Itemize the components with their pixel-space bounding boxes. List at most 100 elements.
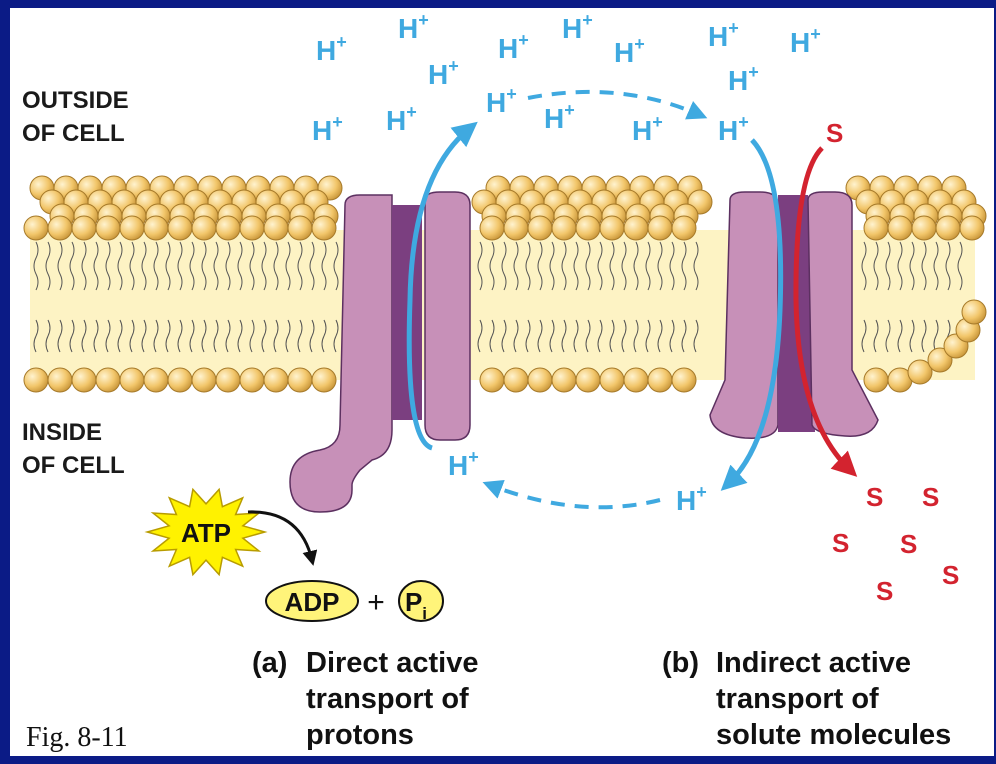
lipid-tail: [609, 319, 615, 353]
lipid-tail: [861, 319, 867, 353]
lipid-tail: [333, 241, 339, 291]
caption-b-line2: transport of: [716, 683, 879, 715]
atp-label: ATP: [181, 518, 231, 548]
lipid-head: [911, 215, 937, 241]
lipid-head: [959, 215, 985, 241]
outside-label-line2: OF CELL: [22, 120, 125, 147]
lipid-tail: [681, 319, 687, 353]
lipid-tail: [45, 241, 51, 291]
lipid-head: [239, 215, 265, 241]
lipid-tail: [561, 241, 567, 291]
lipid-tail: [561, 319, 567, 353]
lipid-tail: [93, 319, 99, 353]
lipid-tail: [885, 319, 891, 353]
lipid-tail: [621, 241, 627, 291]
lipid-head: [647, 367, 673, 393]
lipid-tail: [165, 241, 171, 291]
lipid-tail: [81, 319, 87, 353]
solute-label: S: [832, 528, 849, 558]
lipid-head: [71, 367, 97, 393]
lipid-tail: [141, 319, 147, 353]
lipid-tail: [321, 241, 327, 291]
lipid-tail: [177, 241, 183, 291]
lipid-tail: [153, 241, 159, 291]
lipid-head: [479, 367, 505, 393]
lipid-head: [95, 367, 121, 393]
lipid-tail: [693, 241, 699, 291]
lipid-tail: [225, 241, 231, 291]
lipid-tail: [645, 319, 651, 353]
inside-label-line1: INSIDE: [22, 419, 102, 446]
lipid-head: [887, 215, 913, 241]
lipid-tail: [573, 241, 579, 291]
lipid-tail: [681, 241, 687, 291]
lipid-tail: [489, 319, 495, 353]
lipid-tail: [597, 241, 603, 291]
lipid-tail: [657, 241, 663, 291]
lipid-tail: [633, 241, 639, 291]
lipid-tail: [213, 241, 219, 291]
lipid-head: [503, 215, 529, 241]
lipid-tail: [237, 319, 243, 353]
proton-label: H+: [790, 24, 821, 58]
lipid-bilayer: [23, 175, 987, 393]
lipid-tail: [573, 319, 579, 353]
lipid-head: [47, 367, 73, 393]
lipid-head: [143, 215, 169, 241]
caption-a: (a) Direct active transport of protons: [252, 647, 479, 751]
lipid-tail: [897, 241, 903, 291]
lipid-tail: [81, 241, 87, 291]
lipid-tail: [537, 319, 543, 353]
lipid-tail: [261, 241, 267, 291]
lipid-tail: [273, 319, 279, 353]
proton-label: H+: [614, 34, 645, 68]
caption-a-line1: Direct active: [306, 647, 479, 679]
lipid-tails: [33, 241, 963, 353]
lipid-tail: [165, 319, 171, 353]
solute-label: S: [876, 576, 893, 606]
lipid-tail: [189, 319, 195, 353]
lipid-head: [215, 367, 241, 393]
lipid-tail: [33, 319, 39, 353]
proton-label: H+: [428, 56, 459, 90]
lipid-head: [287, 215, 313, 241]
lipid-tail: [33, 241, 39, 291]
caption-b: (b) Indirect active transport of solute …: [662, 647, 951, 751]
lipid-head: [23, 215, 49, 241]
lipid-tail: [549, 241, 555, 291]
lipid-tail: [585, 241, 591, 291]
lipid-tail: [117, 319, 123, 353]
lipid-tail: [537, 241, 543, 291]
inside-cell-label: INSIDE OF CELL: [22, 419, 125, 479]
lipid-tail: [117, 241, 123, 291]
plus-sign: +: [367, 586, 385, 619]
lipid-tail: [885, 241, 891, 291]
figure-number: Fig. 8-11: [26, 722, 128, 753]
pi-label: Pi: [405, 587, 427, 623]
lipid-tail: [501, 241, 507, 291]
proton-label: H+: [676, 482, 707, 516]
lipid-head: [907, 359, 933, 385]
pi-oval: [398, 580, 444, 622]
lipid-tail: [309, 319, 315, 353]
proton-diffusion-inside-arrow: [482, 480, 661, 510]
lipid-head: [119, 215, 145, 241]
lipid-head: [503, 367, 529, 393]
lipid-tail: [237, 241, 243, 291]
lipid-tail: [105, 241, 111, 291]
lipid-head: [599, 215, 625, 241]
inside-label-line2: OF CELL: [22, 452, 125, 479]
lipid-tail: [501, 319, 507, 353]
lipid-head: [191, 215, 217, 241]
proton-label: H+: [632, 112, 663, 146]
lipid-tail: [525, 241, 531, 291]
lipid-tail: [249, 319, 255, 353]
solute-label: S: [866, 482, 883, 512]
proton-labels: H+H+H+H+H+H+H+H+H+H+H+H+H+H+H+H+H+: [312, 10, 821, 516]
lipid-head: [647, 215, 673, 241]
proton-label: H+: [708, 18, 739, 52]
lipid-head: [927, 347, 953, 373]
lipid-tail: [693, 319, 699, 353]
lipid-head: [287, 367, 313, 393]
